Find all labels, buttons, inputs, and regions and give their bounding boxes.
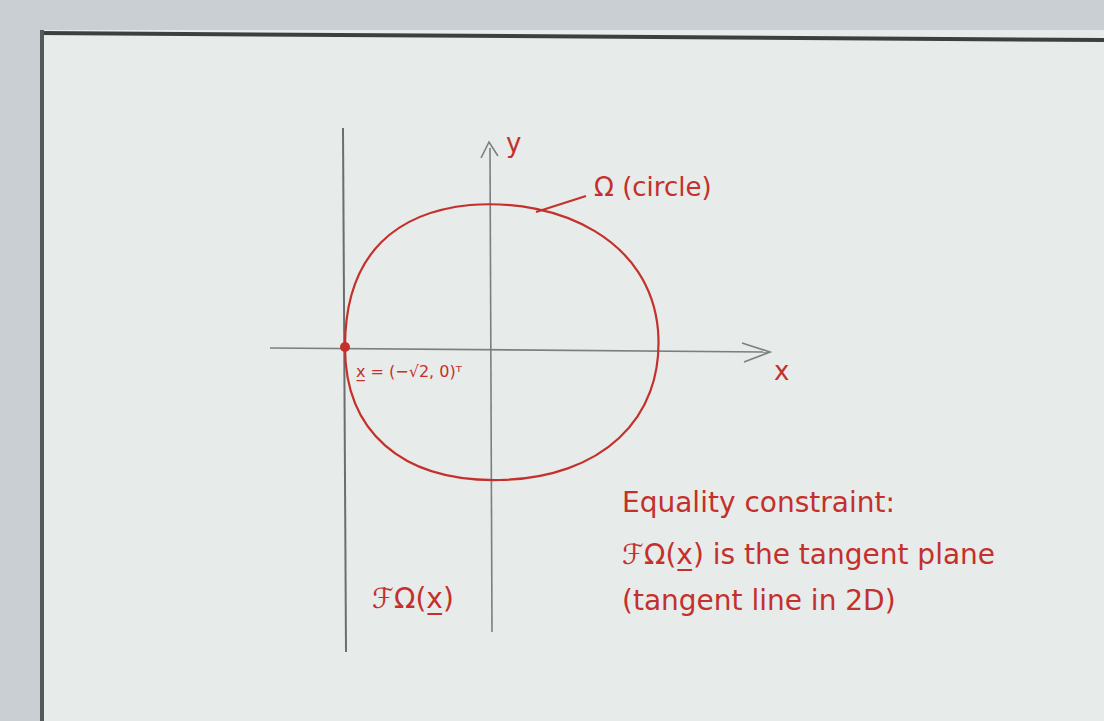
tangent-line: [343, 128, 346, 652]
circle-omega: [345, 204, 659, 480]
point-label: x̲ = (−√2, 0)ᵀ: [356, 362, 462, 381]
note-text: ℱΩ(x̲) is the tangent plane (tangent lin…: [622, 532, 1042, 624]
axis-label: x: [774, 356, 789, 387]
board-frame: [40, 33, 1104, 40]
board-frame: [40, 30, 44, 721]
axis-label: y: [506, 128, 521, 159]
note-heading: Equality constraint:: [622, 486, 895, 520]
leader-line: [536, 196, 586, 212]
axis-arrowhead: [481, 142, 498, 158]
y-axis: [490, 148, 492, 632]
set-label: Ω (circle): [594, 172, 712, 203]
whiteboard: [40, 30, 1104, 721]
axis-arrowhead: [742, 343, 770, 362]
tangent-label: ℱΩ(x̲): [372, 582, 454, 616]
point-marker: [340, 342, 350, 352]
